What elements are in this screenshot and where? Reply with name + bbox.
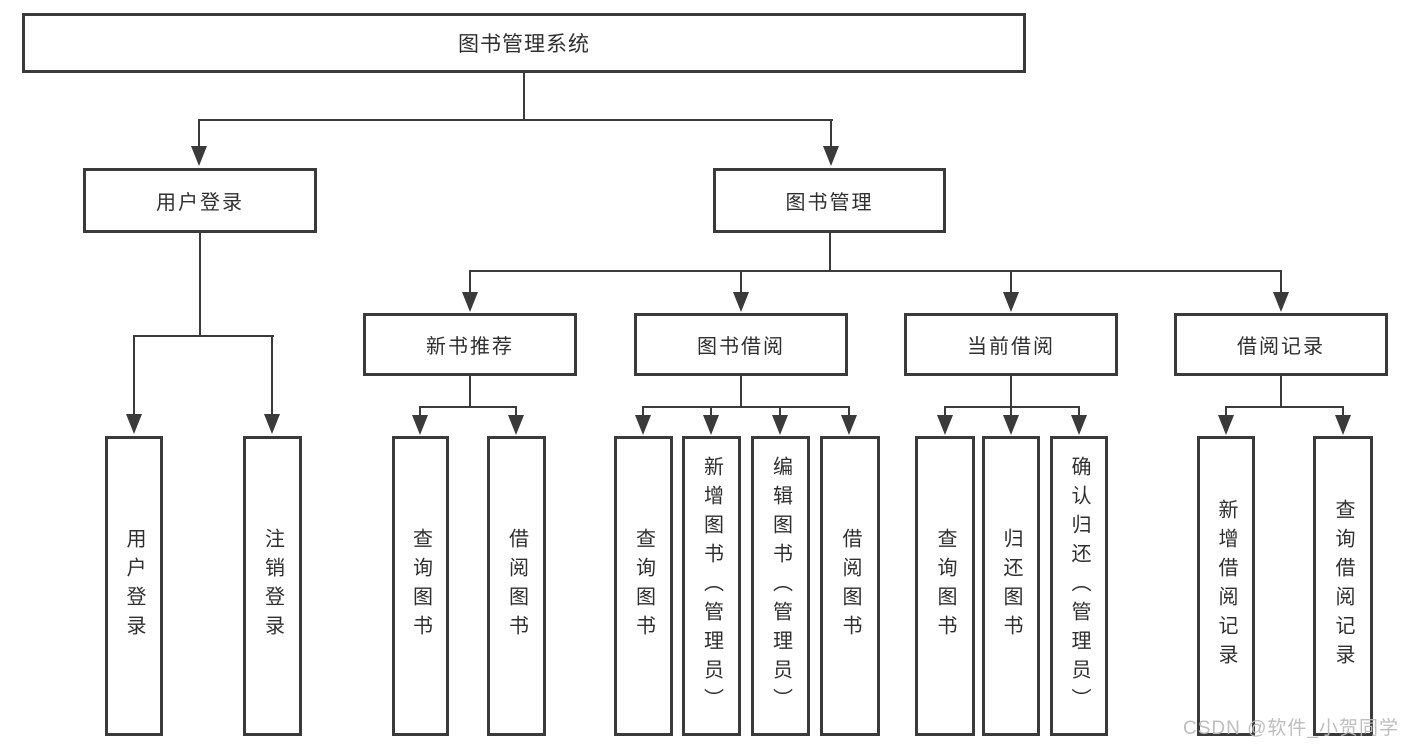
connector-drop-cb-query — [944, 406, 946, 418]
connector-drop-bb-add — [710, 406, 712, 418]
connector-borrow-records-bracket — [1225, 406, 1343, 408]
leaf-nb-query: 查询图书 — [392, 436, 449, 736]
arrowhead-cb-confirm — [1071, 415, 1087, 435]
node-root-label: 图书管理系统 — [458, 33, 590, 56]
leaf-bb-borrow-label: 借阅图书 — [839, 528, 861, 644]
arrowhead-bb-add — [703, 415, 719, 435]
node-root: 图书管理系统 — [22, 13, 1026, 73]
connector-user-login-bracket — [133, 335, 274, 337]
leaf-cb-query: 查询图书 — [915, 436, 975, 736]
connector-drop-cb-confirm — [1078, 406, 1080, 418]
leaf-cb-confirm: 确认归还（管理员） — [1050, 436, 1108, 736]
arrowhead-logout — [264, 414, 280, 434]
connector-book-mgmt-stem — [829, 232, 831, 272]
connector-level1-bracket — [198, 119, 833, 121]
connector-level2-bracket — [469, 270, 1282, 272]
leaf-bb-add-label: 新增图书（管理员） — [700, 455, 723, 717]
connector-drop-logout — [271, 335, 273, 415]
arrowhead-br-add — [1218, 415, 1234, 435]
node-book-borrow: 图书借阅 — [634, 313, 848, 376]
connector-borrow-records-stem — [1280, 375, 1282, 408]
connector-drop-login — [133, 335, 135, 415]
connector-drop-cb-return — [1010, 406, 1012, 418]
arrowhead-book-borrow — [733, 292, 749, 312]
leaf-br-add-label: 新增借阅记录 — [1215, 499, 1237, 673]
connector-drop-current-borrow — [1010, 270, 1012, 294]
node-new-books-label: 新书推荐 — [426, 336, 514, 358]
connector-book-borrow-bracket — [643, 406, 850, 408]
leaf-cb-query-label: 查询图书 — [934, 528, 956, 644]
leaf-bb-borrow: 借阅图书 — [820, 436, 880, 736]
leaf-logout-label: 注销登录 — [261, 528, 284, 644]
leaf-nb-borrow: 借阅图书 — [487, 436, 546, 736]
arrowhead-br-query — [1335, 415, 1351, 435]
connector-user-login-stem — [199, 232, 201, 337]
node-new-books: 新书推荐 — [363, 313, 577, 376]
connector-new-books-stem — [469, 375, 471, 408]
connector-book-borrow-stem — [740, 375, 742, 408]
connector-drop-new-books — [469, 270, 471, 294]
leaf-bb-query: 查询图书 — [614, 436, 673, 736]
node-user-login-label: 用户登录 — [156, 192, 244, 214]
connector-drop-user-login — [198, 119, 200, 148]
connector-drop-nb-borrow — [515, 406, 517, 418]
connector-drop-bb-query — [642, 406, 644, 418]
arrowhead-current-borrow — [1003, 292, 1019, 312]
connector-current-borrow-stem — [1010, 375, 1012, 408]
leaf-nb-query-label: 查询图书 — [409, 528, 432, 644]
node-current-borrow: 当前借阅 — [904, 313, 1118, 376]
leaf-br-add: 新增借阅记录 — [1197, 436, 1255, 736]
leaf-cb-return-label: 归还图书 — [1000, 528, 1022, 644]
arrowhead-nb-borrow — [508, 415, 524, 435]
arrowhead-cb-return — [1003, 415, 1019, 435]
leaf-cb-confirm-label: 确认归还（管理员） — [1068, 455, 1090, 717]
arrowhead-user-login — [191, 146, 207, 166]
watermark: CSDN @软件_小贺同学 — [1183, 718, 1399, 739]
connector-drop-book-borrow — [740, 270, 742, 294]
leaf-br-query-label: 查询借阅记录 — [1332, 499, 1354, 673]
leaf-nb-borrow-label: 借阅图书 — [505, 528, 528, 644]
node-user-login: 用户登录 — [83, 168, 317, 233]
node-book-borrow-label: 图书借阅 — [697, 336, 785, 358]
node-borrow-records-label: 借阅记录 — [1237, 336, 1325, 358]
arrowhead-bb-edit — [772, 415, 788, 435]
arrowhead-book-mgmt — [823, 146, 839, 166]
connector-drop-bb-edit — [779, 406, 781, 418]
connector-drop-borrow-records — [1280, 270, 1282, 294]
arrowhead-cb-query — [937, 415, 953, 435]
leaf-bb-edit-label: 编辑图书（管理员） — [769, 455, 792, 717]
arrowhead-bb-borrow — [841, 415, 857, 435]
arrowhead-nb-query — [412, 415, 428, 435]
node-book-mgmt: 图书管理 — [713, 168, 946, 233]
arrowhead-new-books — [462, 292, 478, 312]
arrowhead-borrow-records — [1273, 292, 1289, 312]
node-current-borrow-label: 当前借阅 — [967, 336, 1055, 358]
leaf-bb-edit: 编辑图书（管理员） — [751, 436, 810, 736]
connector-root-stem — [523, 71, 525, 121]
leaf-bb-query-label: 查询图书 — [632, 528, 655, 644]
arrowhead-login — [126, 414, 142, 434]
connector-new-books-bracket — [420, 406, 517, 408]
connector-drop-book-mgmt — [830, 119, 832, 148]
node-book-mgmt-label: 图书管理 — [785, 192, 874, 214]
node-borrow-records: 借阅记录 — [1174, 313, 1388, 376]
leaf-user-login: 用户登录 — [105, 436, 163, 736]
leaf-br-query: 查询借阅记录 — [1313, 436, 1373, 736]
connector-drop-br-query — [1342, 406, 1344, 418]
leaf-cb-return: 归还图书 — [982, 436, 1040, 736]
leaf-logout: 注销登录 — [243, 436, 302, 736]
connector-drop-nb-query — [419, 406, 421, 418]
leaf-bb-add: 新增图书（管理员） — [682, 436, 741, 736]
connector-drop-bb-borrow — [848, 406, 850, 418]
arrowhead-bb-query — [635, 415, 651, 435]
connector-drop-br-add — [1225, 406, 1227, 418]
leaf-user-login-label: 用户登录 — [123, 528, 145, 644]
